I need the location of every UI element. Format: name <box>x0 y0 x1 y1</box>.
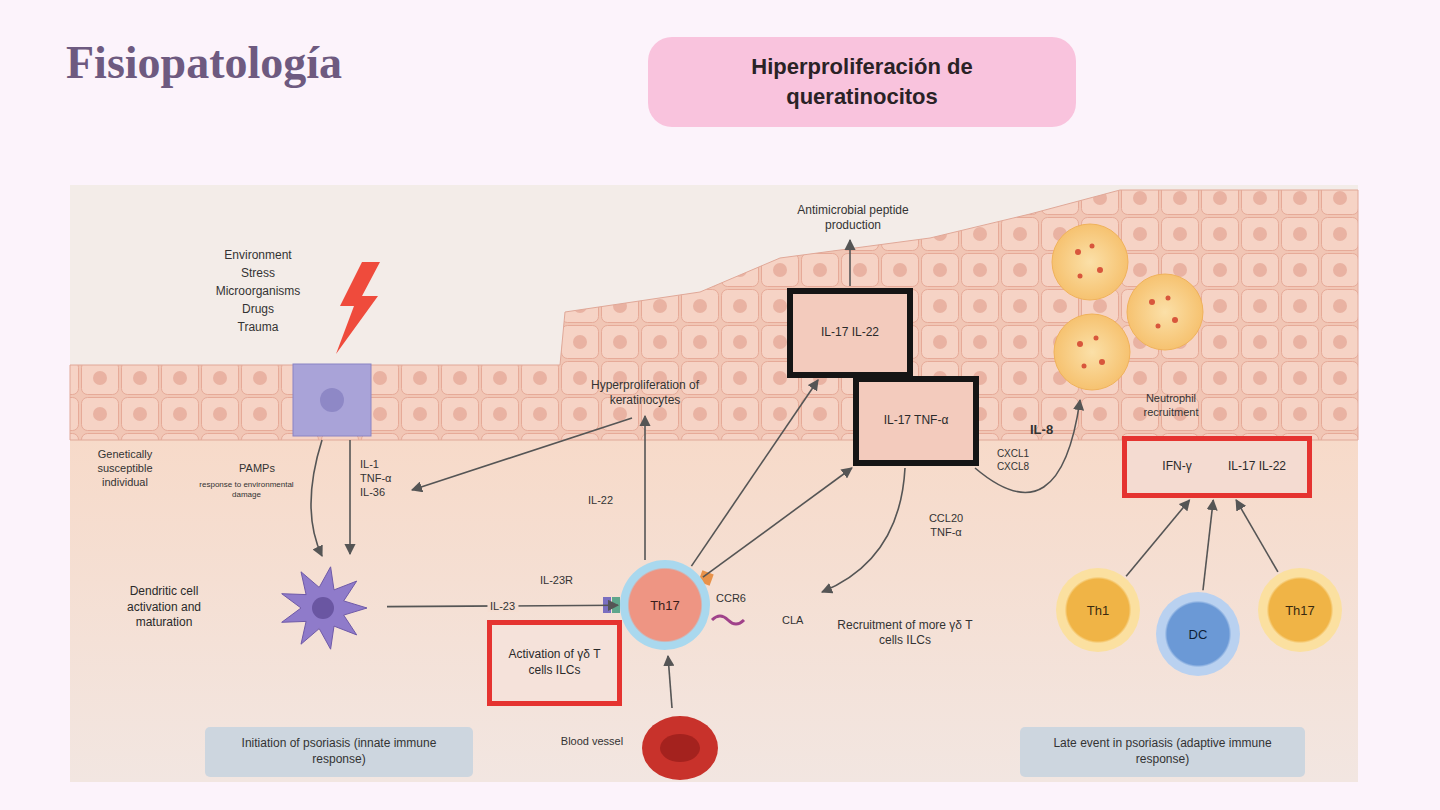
diagram-label: IL-1 TNF-α IL-36 <box>360 458 406 499</box>
diagram-label: Hyperproliferation of keratinocytes <box>575 378 715 408</box>
diagram-label: CCL20 TNF-α <box>915 512 977 540</box>
edge-label: IL-23 <box>487 600 518 612</box>
node-text: IL-17 TNF-α <box>884 413 949 429</box>
diagram-label: response to environmental damage <box>188 480 305 500</box>
node-text: Initiation of psoriasis (innate immune r… <box>217 736 461 767</box>
stage-band: Initiation of psoriasis (innate immune r… <box>205 727 473 777</box>
diagram-label: Neutrophil recruitment <box>1125 392 1217 420</box>
node-text: Th17 <box>1285 603 1315 618</box>
node-text: IL-17 IL-22 <box>821 325 879 341</box>
diagram-label: IL-23R <box>540 574 592 588</box>
dendritic-cell-shape <box>273 563 373 653</box>
highlight-box: IFN-γ IL-17 IL-22 <box>1122 436 1312 498</box>
diagram-label: CXCL1 CXCL8 <box>985 448 1041 473</box>
lymphocyte-cell: Th17 <box>1258 568 1342 652</box>
slide-title: Fisiopatología <box>66 36 342 89</box>
diagram-label: Recruitment of more γδ T cells ILCs <box>830 618 980 648</box>
node-text: Th17 <box>650 598 680 613</box>
diagram-label: Genetically susceptible individual <box>76 448 174 489</box>
diagram-label: IL-22 <box>588 494 628 508</box>
diagram-label: PAMPs <box>222 462 292 476</box>
connector-arrow <box>1236 500 1278 572</box>
diagram-label: Microorganisms <box>198 284 318 299</box>
node-text: Dendritic cell activation and maturation <box>105 584 223 631</box>
diagram-label: IL-8 <box>1030 422 1070 438</box>
diagram-label: Drugs <box>198 302 318 317</box>
diagram-label: CCR6 <box>716 592 762 606</box>
diagram-label: Environment <box>198 248 318 263</box>
connector-arrow <box>1126 500 1189 576</box>
lymphocyte-cell: Th1 <box>1056 568 1140 652</box>
header-box: Hiperproliferación de queratinocitos <box>648 37 1076 127</box>
cytokine-box: IL-17 IL-22 <box>787 288 913 378</box>
dendritic-cell: Dendritic cell activation and maturation <box>105 560 385 655</box>
node-text: Hiperproliferación de queratinocitos <box>678 52 1046 111</box>
lymphocyte-cell: DC <box>1156 592 1240 676</box>
node-text: Activation of γδ T cells ILCs <box>500 647 609 678</box>
connector-arrow <box>1203 500 1213 590</box>
stage-band: Late event in psoriasis (adaptive immune… <box>1020 727 1305 777</box>
node-text: Late event in psoriasis (adaptive immune… <box>1032 736 1293 767</box>
connector-arrow <box>691 380 818 566</box>
diagram-label: Stress <box>198 266 318 281</box>
diagram-label: Antimicrobial peptide production <box>778 203 928 233</box>
cytokine-box: IL-17 TNF-α <box>853 376 979 466</box>
connector-arrow <box>703 468 852 577</box>
highlight-box: Activation of γδ T cells ILCs <box>487 620 622 706</box>
diagram-label: CLA <box>782 614 822 628</box>
diagram-label: Blood vessel <box>560 735 624 749</box>
t-cell: Th17 <box>620 560 710 650</box>
node-text: IFN-γ <box>1142 459 1212 475</box>
diagram-label: Trauma <box>198 320 318 335</box>
node-text: DC <box>1189 627 1208 642</box>
node-text: IL-17 IL-22 <box>1222 459 1292 475</box>
node-text: Th1 <box>1087 603 1109 618</box>
